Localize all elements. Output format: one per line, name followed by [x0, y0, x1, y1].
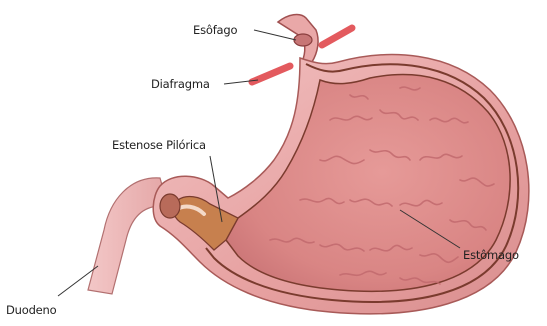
leader-esofago [254, 30, 296, 40]
esophagus-opening [294, 34, 312, 46]
label-diafragma: Diafragma [151, 77, 210, 91]
label-estomago: Estômago [463, 248, 519, 262]
label-duodeno: Duodeno [6, 303, 56, 317]
diaphragm-line-right [322, 28, 352, 45]
pyloric-opening [160, 194, 180, 218]
label-estenose-pilorica: Estenose Pilórica [112, 138, 206, 152]
label-esofago: Esôfago [193, 23, 237, 37]
